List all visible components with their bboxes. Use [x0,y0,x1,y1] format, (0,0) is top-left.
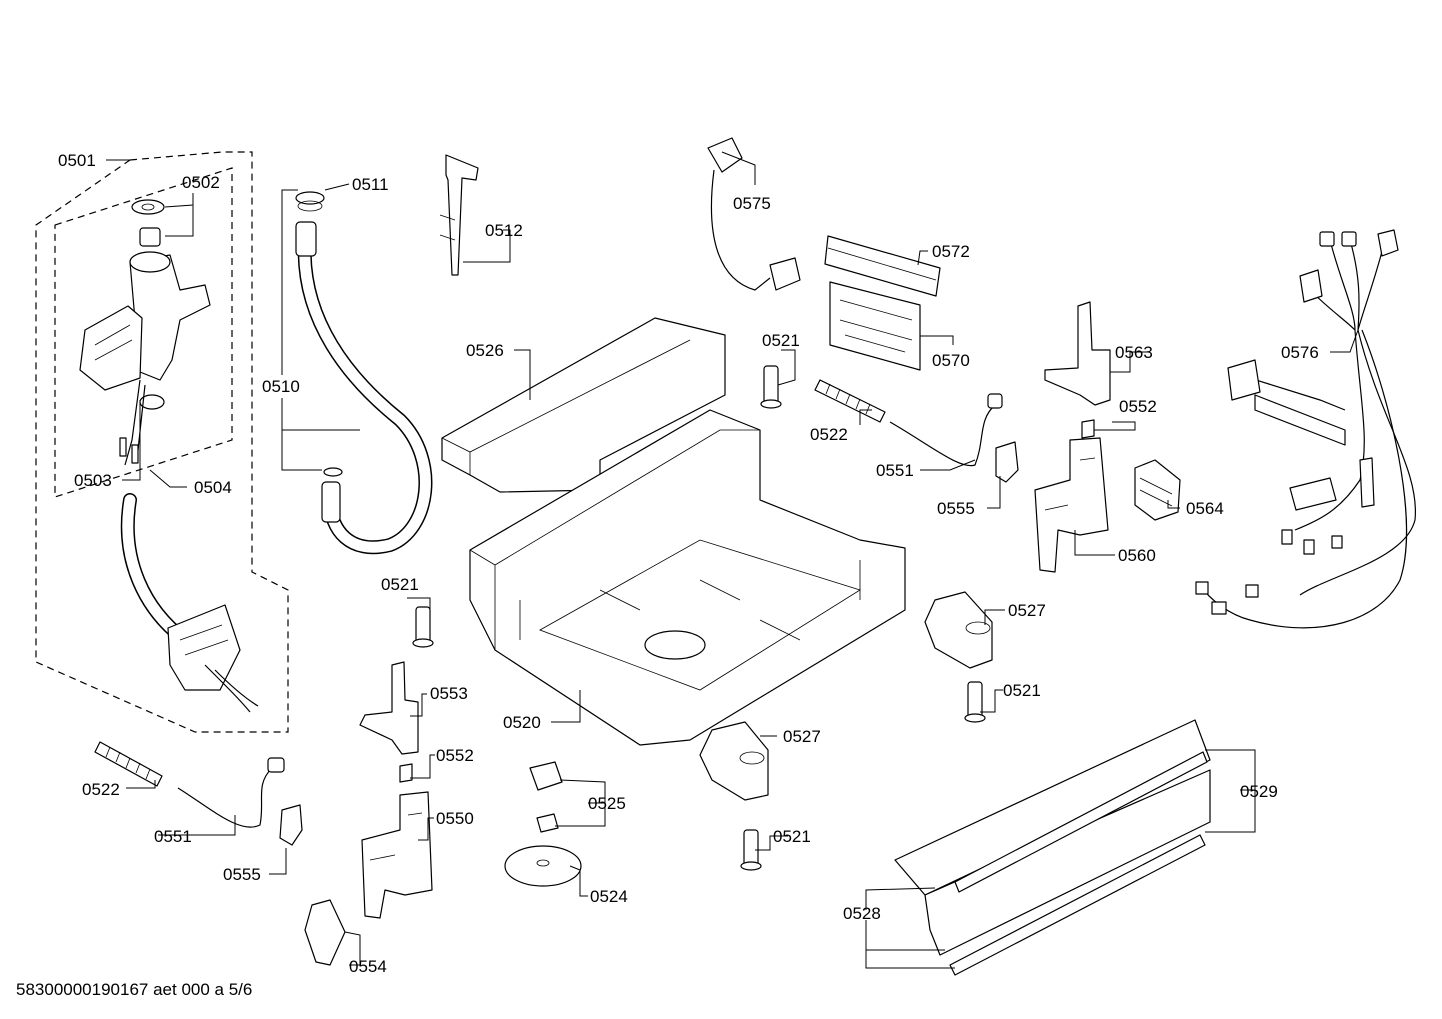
clip-0555-b [279,804,303,846]
clip-0552-a [1081,419,1095,439]
label-0524: 0524 [590,887,628,906]
label-0528: 0528 [843,904,881,923]
label-0554: 0554 [349,957,387,976]
label-0501: 0501 [58,151,96,170]
label-0551-a: 0551 [876,461,914,480]
hinge-plate-0550 [361,791,433,919]
label-0522-a: 0522 [810,425,848,444]
spring-0522-b [94,741,163,787]
leader-lines [106,151,1359,969]
label-0552-a: 0552 [1119,397,1157,416]
cable-guide-0554 [304,899,346,966]
label-0521-a: 0521 [762,331,800,350]
part-0525-block [529,761,563,791]
clip-0552-b [399,763,413,783]
control-module-0570 [829,281,921,371]
label-0560: 0560 [1118,546,1156,565]
label-0512: 0512 [485,221,523,240]
wiring-harness-0576 [1195,229,1417,629]
sensor-wire-0551-a [889,393,1003,467]
label-0525: 0525 [588,794,626,813]
label-0521-c: 0521 [1003,681,1041,700]
foot-screw-0521-c [964,681,986,723]
label-0564: 0564 [1186,499,1224,518]
foot-screw-0521-b [412,606,434,648]
label-0520: 0520 [503,713,541,732]
foot-screw-0521-d [740,829,762,871]
sensor-wire-0551-b [177,757,285,828]
label-0527-a: 0527 [1008,601,1046,620]
label-0552-b: 0552 [436,746,474,765]
connector-block-0564 [1134,459,1181,521]
label-0510: 0510 [262,377,300,396]
power-cord [707,137,801,291]
label-0522-b: 0522 [82,780,120,799]
assembly-0504-outline [54,167,233,498]
label-0526: 0526 [466,341,504,360]
label-0511: 0511 [352,175,389,194]
label-0529: 0529 [1240,782,1278,801]
assembly-0501-outline [35,151,289,733]
label-0504: 0504 [194,478,232,497]
label-0575: 0575 [733,194,771,213]
hinge-bracket-0553 [359,661,419,755]
spring-0522-a [814,379,886,423]
foot-cover-0527-b [699,721,769,801]
label-0553: 0553 [430,684,468,703]
label-0555-a: 0555 [937,499,975,518]
drain-hose [295,221,433,555]
foot-cover-0527-a [924,591,993,669]
label-0570: 0570 [932,351,970,370]
label-0521-b: 0521 [381,575,419,594]
label-0521-d: 0521 [773,827,811,846]
inlet-hose-assembly [120,493,259,713]
label-0572: 0572 [932,242,970,261]
hose-clamp [295,191,325,212]
hinge-plate-0560 [1034,437,1109,573]
label-0563: 0563 [1115,343,1153,362]
label-0576: 0576 [1281,343,1319,362]
part-0525-connector [536,813,559,833]
kickboard-0528 [894,719,1211,976]
disc-0524 [504,845,582,887]
label-0527-b: 0527 [783,727,821,746]
drawing-footer-code: 58300000190167 aet 000 a 5/6 [16,980,253,999]
base-tub-0520 [469,409,906,746]
label-0555-b: 0555 [223,865,261,884]
label-0503: 0503 [74,471,112,490]
label-0502: 0502 [182,173,220,192]
part-labels: 0501 0502 0503 0504 0510 0511 0512 0575 … [58,151,1319,976]
water-inlet-valve [79,199,211,466]
foot-screw-0521-a [760,365,782,409]
hinge-bracket-0563 [1044,301,1111,406]
control-cover-0572 [824,235,941,297]
clip-0555-a [995,441,1019,483]
guide-rail-0512 [439,154,479,276]
kickboard-strip-0529 [954,751,1208,893]
label-0550: 0550 [436,809,474,828]
label-0551-b: 0551 [154,827,192,846]
